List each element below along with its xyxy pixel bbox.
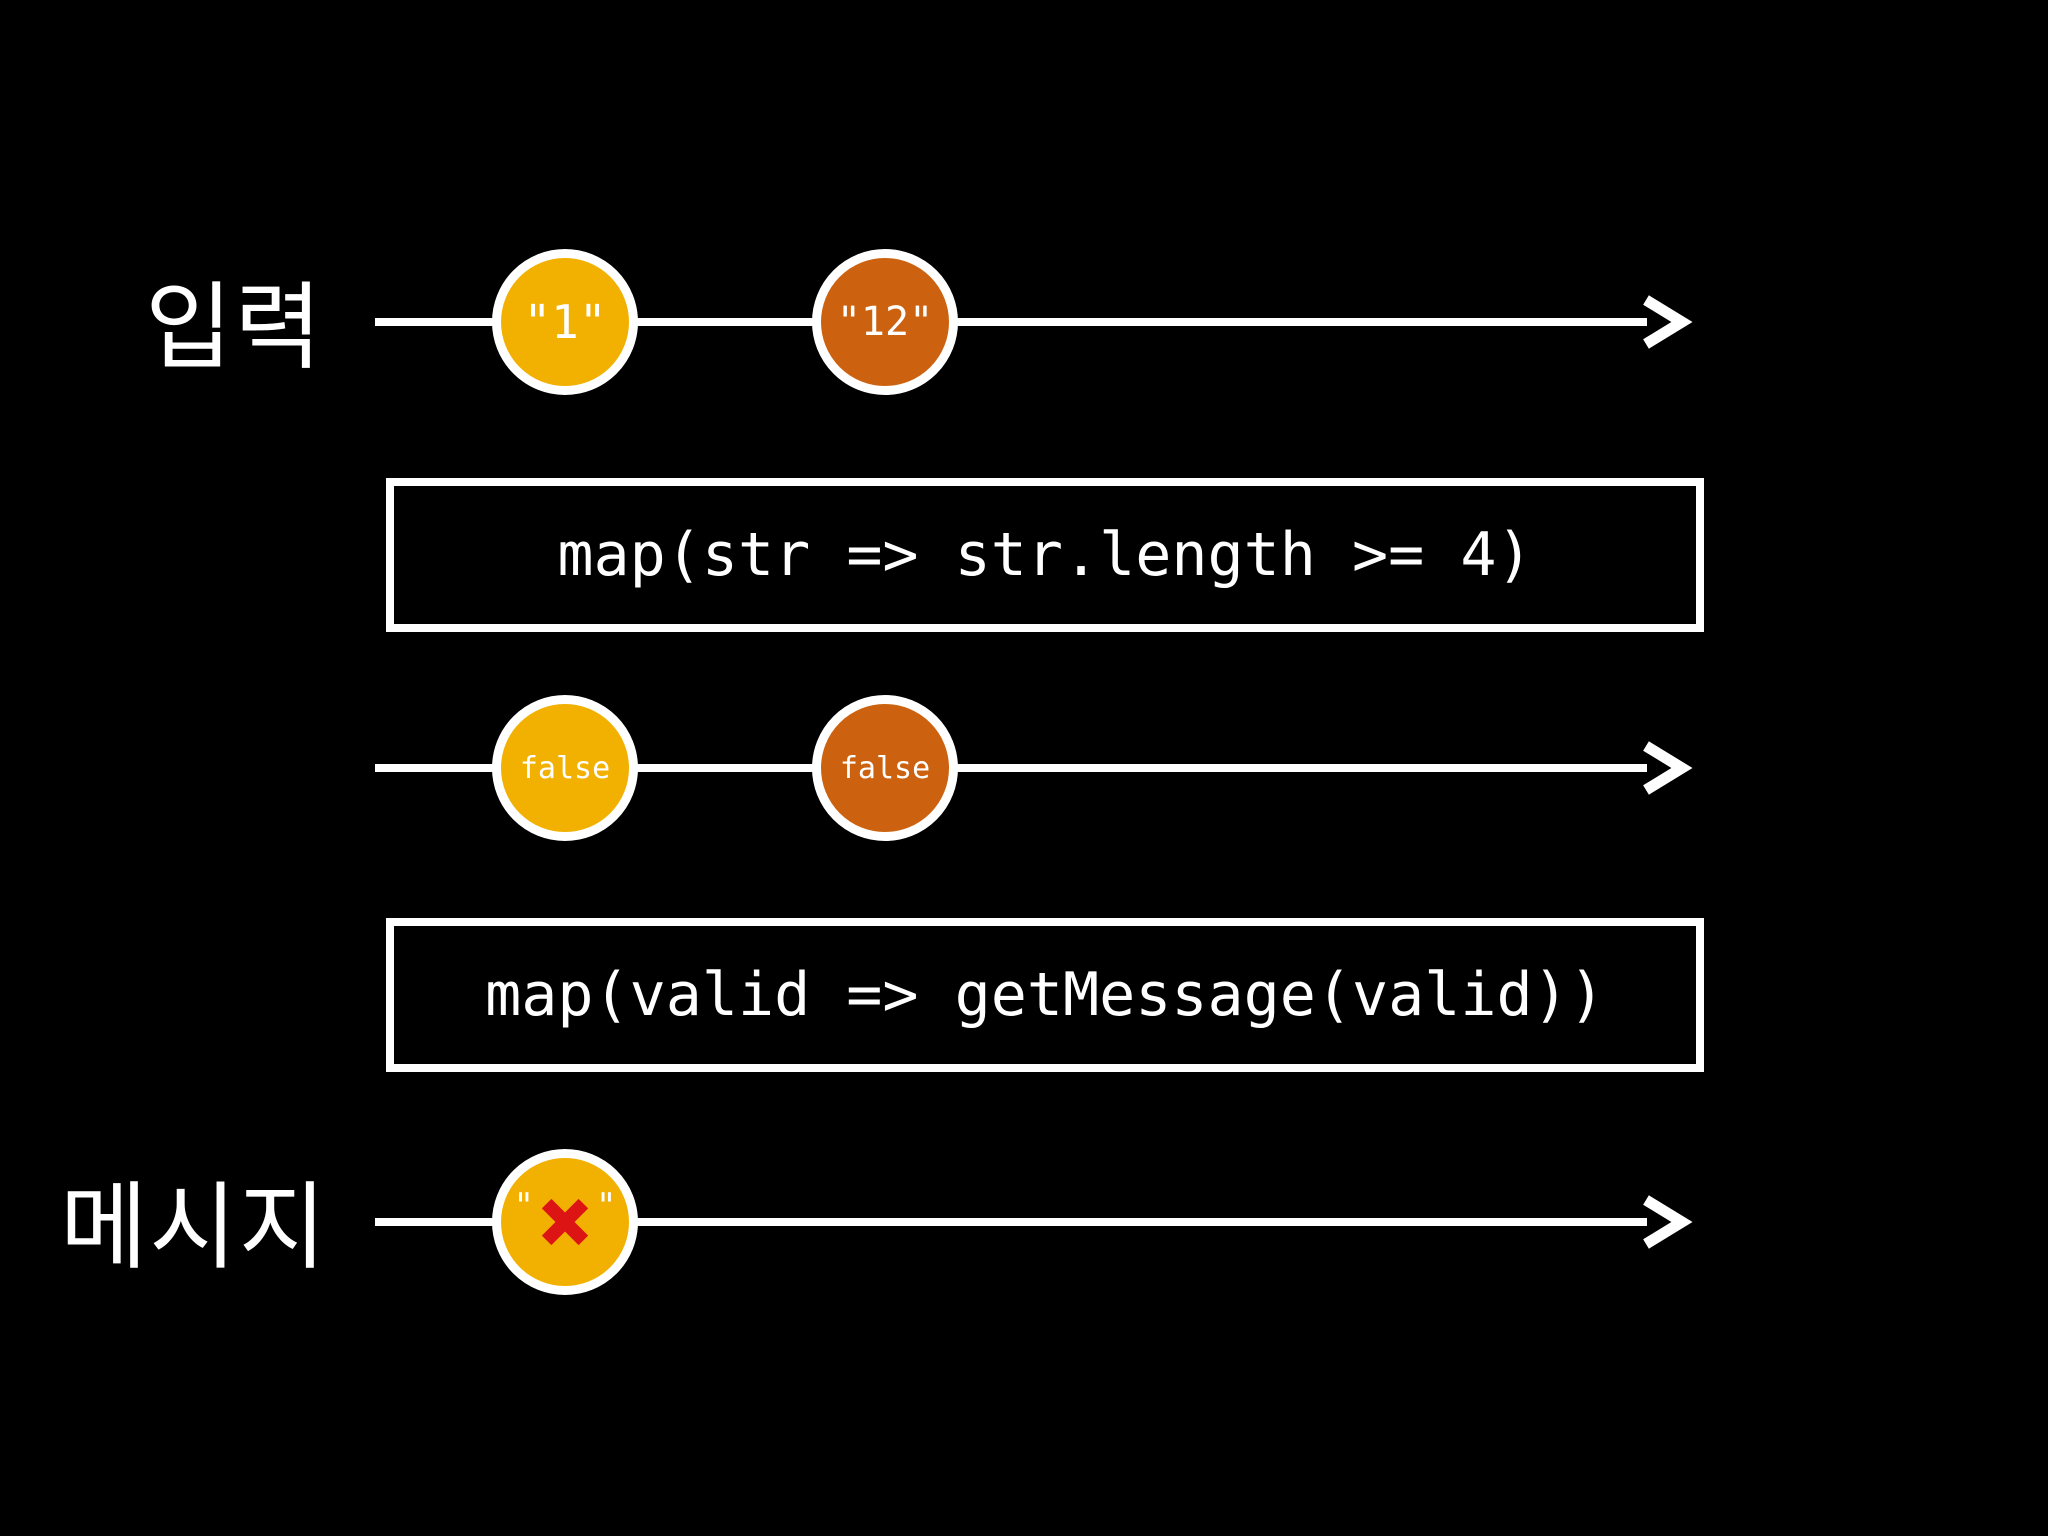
quoted-x-value: " " (514, 1186, 616, 1251)
arrowhead-right-icon (1643, 1195, 1693, 1249)
marble-message-error: " " (492, 1149, 638, 1295)
input-timeline-line (375, 318, 1647, 326)
arrowhead-right-icon (1643, 295, 1693, 349)
marble-value: "12" (836, 299, 934, 345)
input-stream-label: 입력 (145, 274, 324, 381)
close-quote: " (596, 1186, 617, 1226)
marble-valid-false-1: false (492, 695, 638, 841)
operator-code: map(str => str.length >= 4) (557, 520, 1533, 590)
arrowhead-right-icon (1643, 741, 1693, 795)
operator-box-map-length: map(str => str.length >= 4) (386, 478, 1704, 632)
open-quote: " (513, 1186, 534, 1226)
marble-input-1: "1" (492, 249, 638, 395)
marble-value: "1" (523, 295, 607, 349)
x-mark-icon (541, 1198, 589, 1246)
marble-input-12: "12" (812, 249, 958, 395)
operator-box-map-getmessage: map(valid => getMessage(valid)) (386, 918, 1704, 1072)
validity-timeline-line (375, 764, 1647, 772)
operator-code: map(valid => getMessage(valid)) (485, 960, 1605, 1030)
marble-valid-false-2: false (812, 695, 958, 841)
marble-value: false (519, 750, 611, 786)
message-timeline-line (375, 1218, 1647, 1226)
marble-value: false (839, 750, 931, 786)
message-stream-label: 메시지 (60, 1174, 329, 1281)
